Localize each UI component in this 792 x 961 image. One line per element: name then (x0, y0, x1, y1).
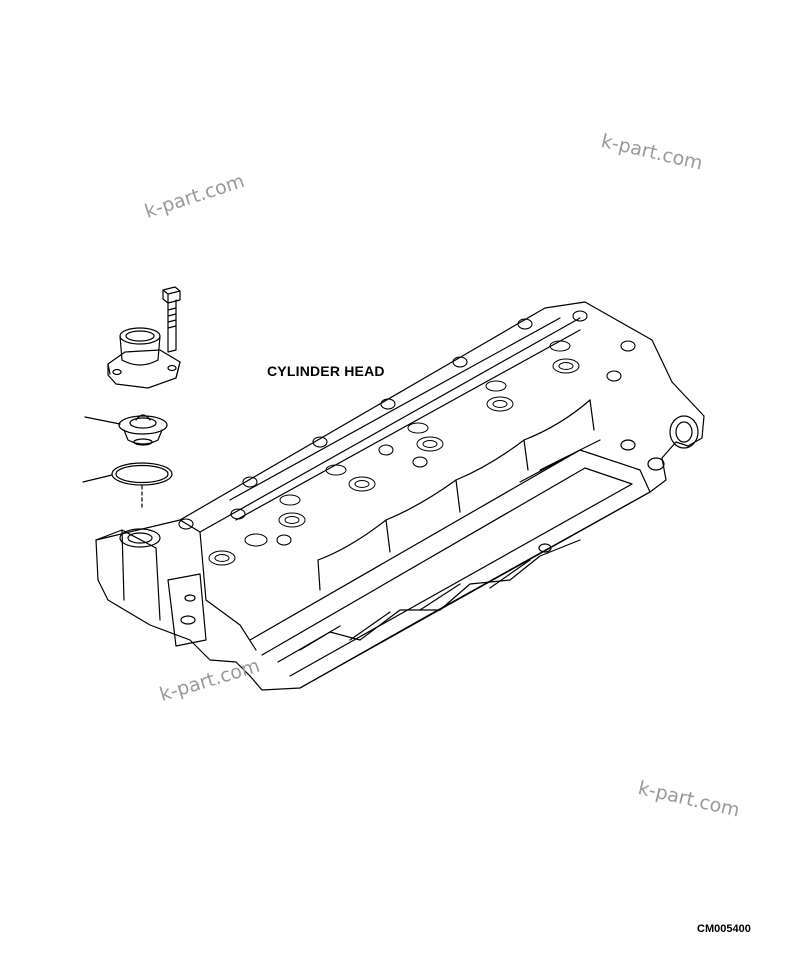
thermostat-housing-part (107, 327, 181, 389)
o-ring-part (82, 462, 173, 511)
cylinder-head-label: CYLINDER HEAD (267, 363, 385, 379)
figure-code: CM005400 (697, 923, 751, 935)
cylinder-head-part (95, 301, 705, 691)
bolt-part (162, 286, 181, 353)
thermostat-part (84, 414, 168, 446)
